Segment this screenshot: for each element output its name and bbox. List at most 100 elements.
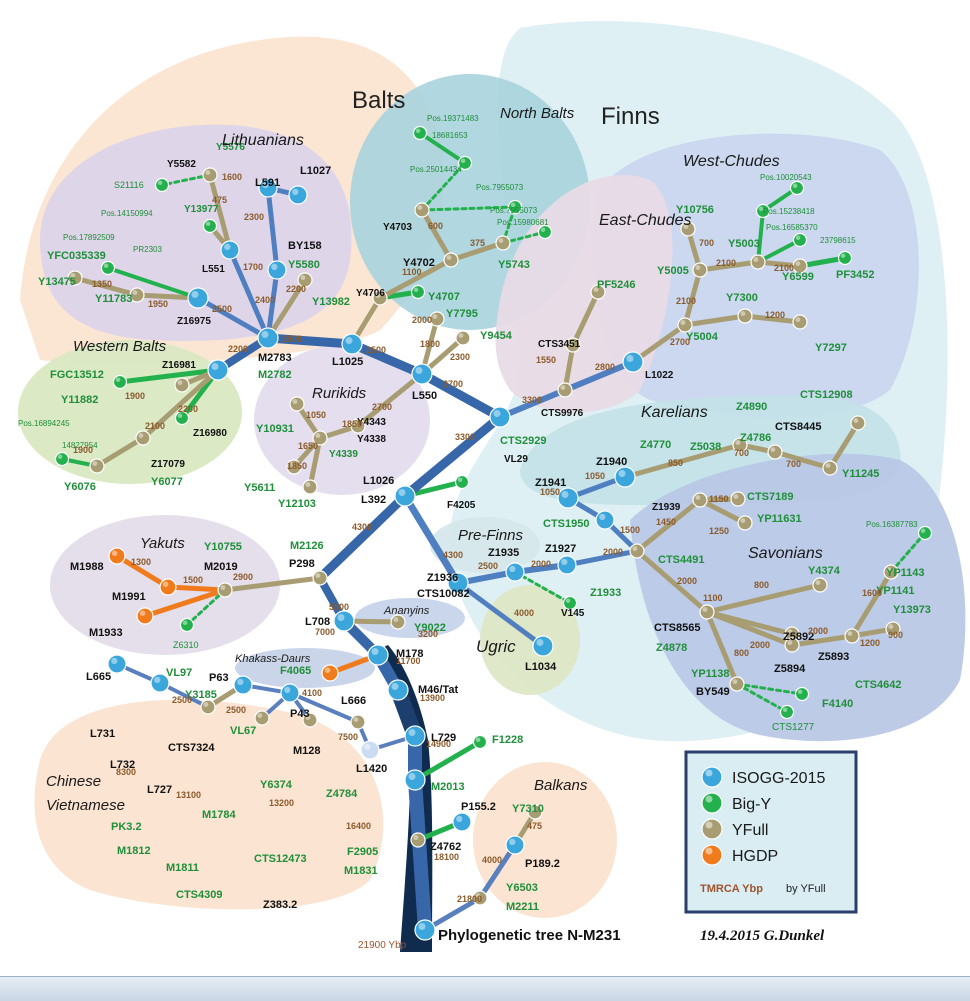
age-label: 1700 xyxy=(243,262,263,272)
node-label: Y5743 xyxy=(498,259,530,271)
node-label: M178 xyxy=(396,648,424,660)
legend-label: YFull xyxy=(732,822,768,839)
node-F4065 xyxy=(321,664,339,682)
node-label: Y6599 xyxy=(782,271,814,283)
node-label: Y4702 xyxy=(403,257,435,269)
age-label: 1150 xyxy=(709,494,729,504)
node-BY158 xyxy=(267,260,287,280)
node-label: L729 xyxy=(431,732,456,744)
age-label: 16400 xyxy=(346,821,371,831)
node-label: Z1927 xyxy=(545,543,576,555)
node-Y11783 xyxy=(129,287,145,303)
node-Z16981 xyxy=(207,359,229,381)
region-label-pre-finns: Pre-Finns xyxy=(458,527,524,544)
age-label: 1050 xyxy=(306,410,326,420)
node-label: L665 xyxy=(86,671,111,683)
age-label: 1900 xyxy=(125,391,145,401)
branch-a21800-P1892 xyxy=(477,842,518,901)
node-Y10931 xyxy=(289,396,305,412)
node-F4140 xyxy=(794,686,810,702)
node-label: Y7300 xyxy=(726,292,758,304)
age-label: 4000 xyxy=(482,855,502,865)
node-label: Y11245 xyxy=(842,468,879,480)
node-label: M46/Tat xyxy=(418,684,458,696)
node-label: CTS1950 xyxy=(543,518,589,530)
age-label: 2500 xyxy=(212,304,232,314)
branch-Z1935-V145 xyxy=(513,570,572,605)
age-label: 1050 xyxy=(540,487,560,497)
age-label: 2000 xyxy=(603,547,623,557)
age-label: 475 xyxy=(212,195,227,205)
node-label: Pos.16387783 xyxy=(866,520,918,529)
node-label: M2126 xyxy=(290,540,324,552)
node-label: Pos.16894245 xyxy=(18,419,70,428)
node-Y7297 xyxy=(792,314,808,330)
node-label: M1831 xyxy=(344,865,378,877)
legend-swatch xyxy=(701,766,723,788)
branch-Z1939-YP11631 xyxy=(697,497,748,526)
node-label: FGC13512 xyxy=(50,369,104,381)
node-label: CTS8565 xyxy=(654,622,700,634)
node-label: CTS4309 xyxy=(176,889,222,901)
branch-YP1138-CTS1277 xyxy=(735,682,789,714)
node-CTS4491 xyxy=(629,543,645,559)
age-label: 1200 xyxy=(765,310,785,320)
branch-M1991-M1988 xyxy=(114,553,171,590)
node-label: M2013 xyxy=(431,781,465,793)
branch-CTS9976-CTS3451 xyxy=(562,342,576,393)
node-label: F1228 xyxy=(492,734,523,746)
node-label: L1025 xyxy=(332,356,363,368)
branch-Y5003-P15238 xyxy=(756,209,765,264)
age-label: 2500 xyxy=(366,345,386,355)
branch-Y5582-S21116 xyxy=(160,173,212,187)
node-label: Pos.15980681 xyxy=(497,218,549,227)
node-Z1941 xyxy=(557,487,579,509)
node-Y5743 xyxy=(495,235,511,251)
branch-Y5005-Y5003 xyxy=(697,259,761,273)
node-P25014 xyxy=(457,155,473,171)
branch-YP1143-P16387 xyxy=(889,531,927,574)
node-label: PK3.2 xyxy=(111,821,142,833)
node-label: Y5005 xyxy=(657,265,689,277)
node-Z5038 xyxy=(767,444,783,460)
age-label: 2500 xyxy=(478,561,498,571)
node-label: CTS1277 xyxy=(772,722,815,733)
node-label: Pos.14150994 xyxy=(101,209,153,218)
node-label: CTS2929 xyxy=(500,435,546,447)
node-Y7300 xyxy=(737,308,753,324)
region-label-chinese: Chinese xyxy=(46,773,101,790)
node-label: Y11783 xyxy=(95,293,132,305)
node-P43 xyxy=(280,683,300,703)
region-label-rurikids: Rurikids xyxy=(312,385,367,402)
branch-Y5004-Y7300 xyxy=(682,313,748,328)
node-L666 xyxy=(350,714,366,730)
node-Y13982 xyxy=(297,272,313,288)
node-CTS2929 xyxy=(489,406,511,428)
node-label: Y4374 xyxy=(808,565,841,577)
node-Y9454 xyxy=(455,330,471,346)
node-label: P189.2 xyxy=(525,858,560,870)
branch-Y4702-Y4703 xyxy=(419,207,454,263)
branch-Z5038-Z4786 xyxy=(772,449,833,471)
branch-Z1940-C4890 xyxy=(622,442,743,480)
branch-M2019-Z6310 xyxy=(185,588,227,627)
node-CTS9976 xyxy=(557,382,573,398)
legend-label: Big-Y xyxy=(732,796,771,813)
age-label: 850 xyxy=(668,458,683,468)
age-label: 2000 xyxy=(677,576,697,586)
node-label: 18681653 xyxy=(432,131,468,140)
region-label-western-balts: Western Balts xyxy=(73,338,167,355)
node-label: BY158 xyxy=(288,240,322,252)
node-label: L1034 xyxy=(525,661,557,673)
node-VL67 xyxy=(254,710,270,726)
node-P155 xyxy=(452,812,472,832)
node-Y5611 xyxy=(286,459,302,475)
node-label: Y6503 xyxy=(506,882,538,894)
branch-Z1927-CTS4491 xyxy=(564,548,640,568)
node-label: VL29 xyxy=(504,454,528,465)
node-Y3185 xyxy=(200,699,216,715)
branch-M2013-F1228 xyxy=(412,739,483,783)
node-Y10756 xyxy=(680,221,696,237)
node-Y9022 xyxy=(390,614,406,630)
node-L1027 xyxy=(288,185,308,205)
